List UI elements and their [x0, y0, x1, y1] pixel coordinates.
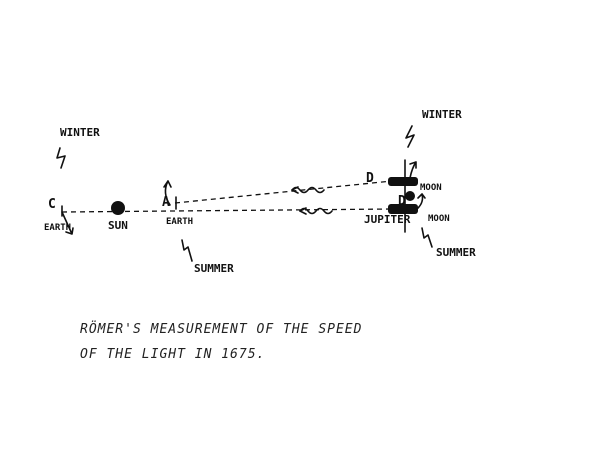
wave-winter-arrow	[291, 186, 299, 194]
jupiter-winter-icon	[388, 177, 418, 186]
point-d2-label: D	[398, 194, 406, 209]
moon-dot-icon	[405, 191, 415, 201]
light-path-winter	[174, 180, 393, 204]
moon-top-label: MOON	[420, 183, 442, 193]
summer-bottom-bolt-icon	[181, 239, 193, 262]
summer-right-bolt-icon	[421, 227, 433, 248]
sun-icon	[111, 201, 125, 215]
jupiter-label: JUPITER	[364, 213, 411, 226]
winter-left-bolt-icon	[56, 147, 66, 169]
caption-line-2: OF THE LIGHT IN 1675.	[80, 347, 265, 362]
winter-right-bolt-icon	[405, 125, 415, 148]
point-c-label: C	[48, 197, 56, 212]
moon-arrow-bottom	[417, 193, 426, 209]
caption-line-1: RÖMER'S MEASUREMENT OF THE SPEED	[80, 320, 362, 337]
point-a-label: A	[162, 195, 170, 210]
sun-label: SUN	[108, 219, 128, 232]
winter-right-label: WINTER	[422, 108, 462, 121]
earth-left-label: EARTH	[44, 223, 71, 233]
jupiter-summer-icon	[388, 204, 418, 214]
summer-bottom-label: SUMMER	[194, 262, 234, 275]
moon-arrow-top	[409, 161, 417, 179]
wave-summer-arrow	[299, 207, 307, 215]
earth-right-arrow	[163, 180, 172, 206]
moon-bottom-label: MOON	[428, 214, 450, 224]
point-d-label: D	[366, 171, 374, 186]
earth-right-label: EARTH	[166, 217, 193, 227]
summer-right-label: SUMMER	[436, 246, 476, 259]
winter-left-label: WINTER	[60, 126, 100, 139]
earth-left-arrow	[61, 211, 74, 235]
